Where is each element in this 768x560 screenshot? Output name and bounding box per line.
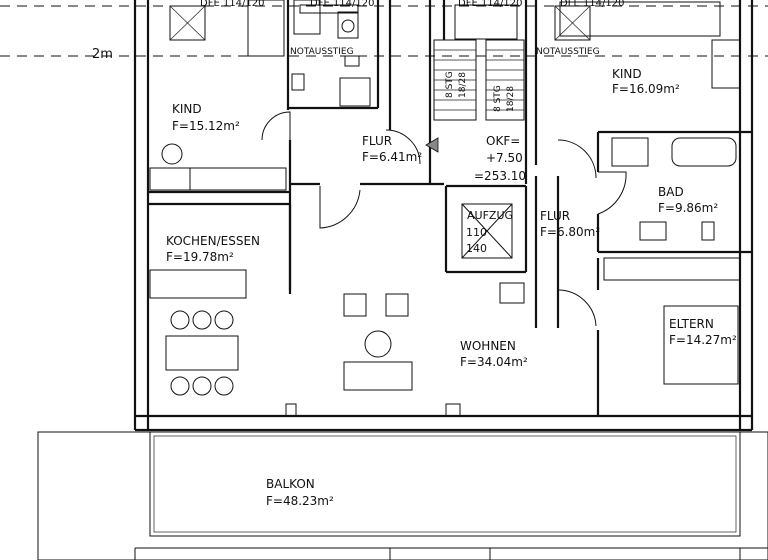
armchair-left (343, 293, 367, 317)
bed-kind-left (189, 167, 287, 191)
notausstieg-left: NOTAUSSTIEG (290, 47, 354, 57)
shower-bad (611, 137, 649, 167)
flur-right-name: FLUR (540, 209, 570, 223)
flur-right-area: F=6.80m² (540, 225, 600, 239)
chair-5 (192, 376, 212, 396)
bed-eltern (663, 305, 739, 385)
table-round-kind (161, 143, 183, 165)
okf-label-1: OKF= (486, 134, 520, 148)
chair-1 (170, 310, 190, 330)
kochen-name: KOCHEN/ESSEN (166, 234, 260, 248)
wc-bad (701, 221, 715, 241)
shaft-box-small (499, 282, 525, 304)
bad-area: F=9.86m² (658, 201, 718, 215)
stair-left (433, 39, 477, 121)
door-swing-wohnen (319, 186, 361, 229)
aufzug-depth: 140 (466, 242, 487, 255)
desk-kind-left (149, 167, 191, 191)
balkon-name: BALKON (266, 477, 315, 491)
shower-left (293, 0, 321, 35)
okf-label-2: +7.50 (486, 151, 523, 165)
door-swing-flur-right-top (557, 139, 597, 179)
dormer-cross-1b (169, 5, 206, 41)
dormer-cross-4b (554, 5, 591, 41)
bathtub (671, 137, 737, 167)
wardrobe-left (247, 0, 285, 57)
stair-left-size: 18/28 (458, 72, 468, 98)
flur-left-area: F=6.41m² (362, 150, 422, 164)
stair-right-size: 18/28 (506, 86, 516, 112)
column-2 (445, 403, 461, 417)
wardrobe-eltern (603, 257, 741, 281)
eltern-area: F=14.27m² (669, 333, 737, 347)
kind-right-area: F=16.09m² (612, 82, 680, 96)
notausstieg-right: NOTAUSSTIEG (536, 47, 600, 57)
dormer-window-1 (169, 5, 206, 41)
bed-kind-right (559, 1, 721, 37)
sink-bad (639, 221, 667, 241)
sink-left (344, 55, 360, 67)
dormer-window-2 (299, 4, 359, 14)
okf-label-3: =253.10 (474, 169, 526, 183)
dormer-window-3 (454, 4, 518, 40)
chair-4 (170, 376, 190, 396)
door-swing-flur-right (385, 129, 421, 165)
basin-left (291, 73, 305, 91)
aufzug-label: AUFZUG (467, 209, 513, 222)
dining-table (165, 335, 239, 371)
stair-right-steps: 8 STG (493, 85, 503, 112)
kitchen-counter (149, 269, 247, 299)
kochen-area: F=19.78m² (166, 250, 234, 264)
desk-kind-right (711, 39, 741, 89)
chair-6 (214, 376, 234, 396)
balcony-outline (37, 431, 768, 560)
dormer-window-4 (554, 5, 591, 41)
elevator-cross-b (461, 203, 513, 259)
door-swing-bad (597, 171, 627, 215)
dimension-label: 2m (92, 47, 113, 62)
wc-left (337, 11, 359, 39)
bad-name: BAD (658, 185, 684, 199)
chair-3 (214, 310, 234, 330)
washer-left (339, 77, 371, 107)
door-swing-eltern (557, 289, 597, 327)
flur-left-name: FLUR (362, 134, 392, 148)
wc-left-bowl (341, 19, 355, 33)
column-1 (285, 403, 297, 417)
door-swing-flur-left (261, 111, 291, 141)
kind-left-area: F=15.12m² (172, 119, 240, 133)
wohnen-name: WOHNEN (460, 339, 516, 353)
wohnen-area: F=34.04m² (460, 355, 528, 369)
dfe-label-3: DFE 114/120 (458, 0, 523, 9)
kind-left-name: KIND (172, 102, 202, 116)
eltern-name: ELTERN (669, 317, 714, 331)
sofa (343, 361, 413, 391)
elevator-cabin (461, 203, 513, 259)
aufzug-width: 110 (466, 226, 487, 239)
balkon-area: F=48.23m² (266, 494, 334, 508)
kind-right-name: KIND (612, 67, 642, 81)
stair-left-steps: 8 STG (445, 71, 455, 98)
chair-2 (192, 310, 212, 330)
dfe-label-2: DFE 114/120 (310, 0, 375, 9)
stair-right (485, 39, 525, 121)
armchair-right (385, 293, 409, 317)
coffee-table (364, 330, 392, 358)
balcony-inner-2 (153, 435, 737, 533)
stair-direction-arrow (425, 137, 439, 153)
dfe-label-4: DFE 114/120 (560, 0, 625, 9)
balcony-inner (149, 431, 741, 537)
dfe-label-1: DFE 114/120 (200, 0, 265, 9)
